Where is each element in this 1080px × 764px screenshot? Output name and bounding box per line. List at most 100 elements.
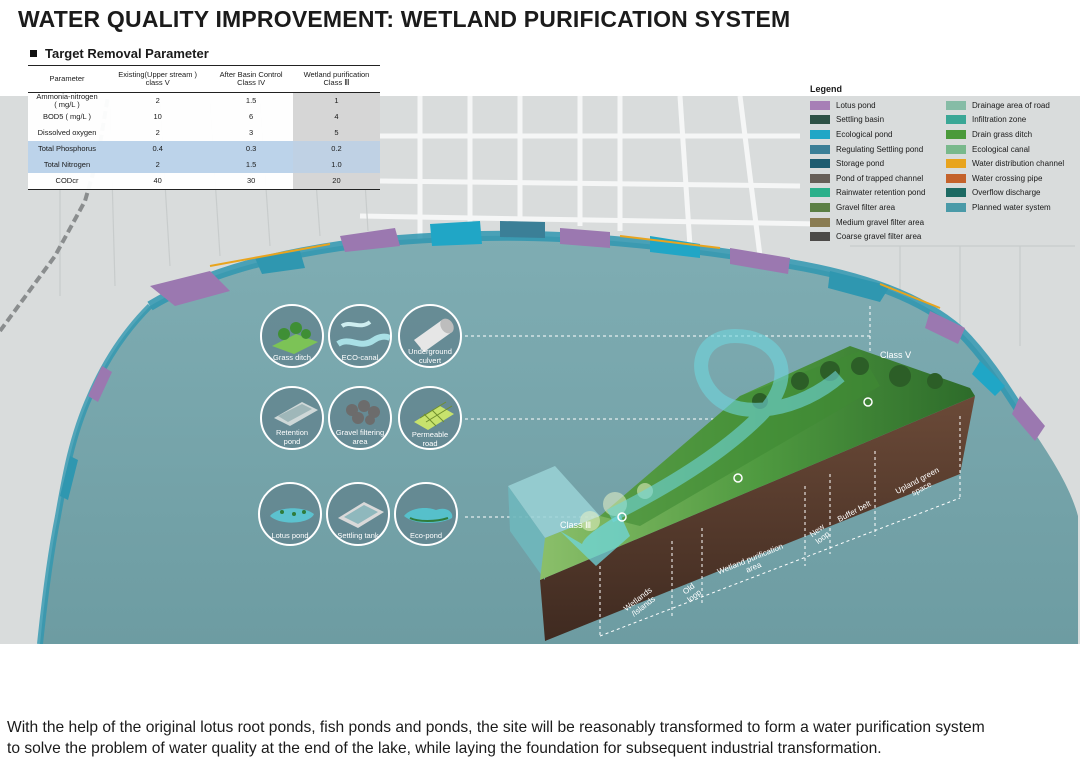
table-cell: 2 (155, 96, 160, 105)
legend-item: Settling basin (810, 113, 942, 128)
table-cell: 2 (106, 157, 210, 173)
table-header-cell: After Basin Control Class IV (209, 65, 293, 93)
class-v-label: Class Ⅴ (880, 350, 912, 360)
legend-label: Infiltration zone (972, 115, 1027, 125)
table-cell: 0.2 (292, 141, 380, 157)
table-cell-parameter: Ammonia-nitrogen ( mg/L ) (36, 92, 98, 109)
table-cell: 0.3 (209, 141, 293, 157)
parameter-table-heading-text: Target Removal Parameter (45, 46, 209, 61)
legend-swatch (810, 144, 830, 154)
caption: With the help of the original lotus root… (7, 717, 985, 759)
tool-permeable-road: Permeable road (398, 386, 462, 450)
table-cell: 1.5 (209, 157, 293, 173)
table-header-cell: Parameter (28, 65, 106, 93)
legend-item: Lotus pond (810, 98, 942, 113)
legend-label: Storage pond (836, 159, 885, 169)
legend-swatch (810, 188, 830, 198)
wetland-patches (60, 221, 1045, 500)
tool-underground-culvert: Underground culvert (398, 304, 462, 368)
permeable-road-icon (414, 401, 454, 430)
tool-grass-ditch: Grass ditch (260, 304, 324, 368)
legend-swatch (946, 173, 966, 183)
table-header-row: Parameter Existing(Upper stream ) class … (28, 65, 380, 93)
legend-item: Infiltration zone (946, 113, 1064, 128)
tool-eco-pond: Eco-pond (394, 482, 458, 546)
table-cell: 4 (292, 109, 380, 125)
eco-canal-icon (336, 320, 390, 347)
legend-swatch (810, 115, 830, 125)
settling-tank-icon (338, 502, 384, 528)
table-cell-parameter: Dissolved oxygen (37, 128, 97, 137)
table-cell: 1.5 (245, 96, 257, 105)
table-cell-parameter: BOD5 ( mg/L ) (42, 112, 92, 121)
legend-label: Medium gravel filter area (836, 217, 925, 227)
caption-line: With the help of the original lotus root… (7, 719, 985, 736)
legend-item: Storage pond (810, 156, 942, 171)
table-cell: 0.4 (106, 141, 210, 157)
tool-label: Grass ditch (273, 353, 311, 362)
table-row: Total Nitrogen 2 1.5 1.0 (28, 157, 380, 173)
legend-swatch (946, 188, 966, 198)
class-iii-label: Class Ⅲ (560, 520, 592, 530)
legend-swatch (810, 129, 830, 139)
legend-swatch (946, 202, 966, 212)
legend-item: Drainage area of road (946, 98, 1064, 113)
tool-settling-tank: Settling tank (326, 482, 390, 546)
legend-label: Regulating Settling pond (836, 144, 924, 154)
legend-swatch (810, 159, 830, 169)
legend-item: Planned water system (946, 200, 1064, 215)
table-cell: 2 (155, 128, 160, 137)
table-cell: 20 (292, 173, 380, 190)
gravel-icon (346, 400, 380, 425)
legend-swatch (810, 217, 830, 227)
table-cell-parameter: CODcr (28, 173, 106, 190)
caption-line: to solve the problem of water quality at… (7, 740, 882, 757)
legend-swatch (946, 115, 966, 125)
tool-label: Gravel filtering area (335, 428, 385, 446)
legend-item: Water crossing pipe (946, 171, 1064, 186)
eco-pond-icon (404, 508, 453, 523)
legend-item: Rainwater retention pond (810, 186, 942, 201)
table-cell: 10 (153, 112, 162, 121)
legend-label: Planned water system (972, 202, 1051, 212)
table-cell: 40 (106, 173, 210, 190)
tool-eco-canal: ECO-canal (328, 304, 392, 368)
legend-title: Legend (810, 84, 843, 94)
legend-item: Gravel filter area (810, 200, 942, 215)
grass-ditch-icon (272, 322, 318, 354)
tool-lotus-pond: Lotus pond (258, 482, 322, 546)
table-row: Ammonia-nitrogen ( mg/L ) 2 1.5 1 (28, 92, 380, 109)
tool-label: Underground culvert (408, 347, 452, 365)
legend-swatch (946, 144, 966, 154)
legend-swatch (810, 232, 830, 242)
tool-label: Retention pond (275, 428, 309, 446)
legend-item: Regulating Settling pond (810, 142, 942, 157)
table-cell: 30 (209, 173, 293, 190)
legend-label: Water distribution channel (972, 159, 1065, 169)
table-row: BOD5 ( mg/L ) 10 6 4 (28, 109, 380, 125)
culvert-icon (414, 318, 454, 352)
legend-item: Overflow discharge (946, 186, 1064, 201)
table-cell: 1.0 (292, 157, 380, 173)
table-cell-parameter: Total Nitrogen (28, 157, 106, 173)
legend-label: Overflow discharge (972, 188, 1041, 198)
legend-label: Lotus pond (836, 100, 876, 110)
table-cell: 5 (292, 125, 380, 141)
tool-retention-pond: Retention pond (260, 386, 324, 450)
table-row: Total Phosphorus 0.4 0.3 0.2 (28, 141, 380, 157)
legend-swatch (946, 159, 966, 169)
table-header-cell: Existing(Upper stream ) class V (106, 65, 210, 93)
legend-swatch (946, 129, 966, 139)
table-header-cell: Wetland purification Class Ⅲ (292, 65, 380, 93)
legend-swatch (946, 100, 966, 110)
bullet-square-icon (30, 50, 37, 57)
legend-item: Water distribution channel (946, 156, 1064, 171)
legend-label: Drain grass ditch (972, 129, 1033, 139)
page-title: WATER QUALITY IMPROVEMENT: WETLAND PURIF… (18, 6, 791, 32)
legend-item: Drain grass ditch (946, 127, 1064, 142)
parameter-table-heading: Target Removal Parameter (28, 46, 380, 61)
parameter-table: Parameter Existing(Upper stream ) class … (28, 65, 380, 190)
